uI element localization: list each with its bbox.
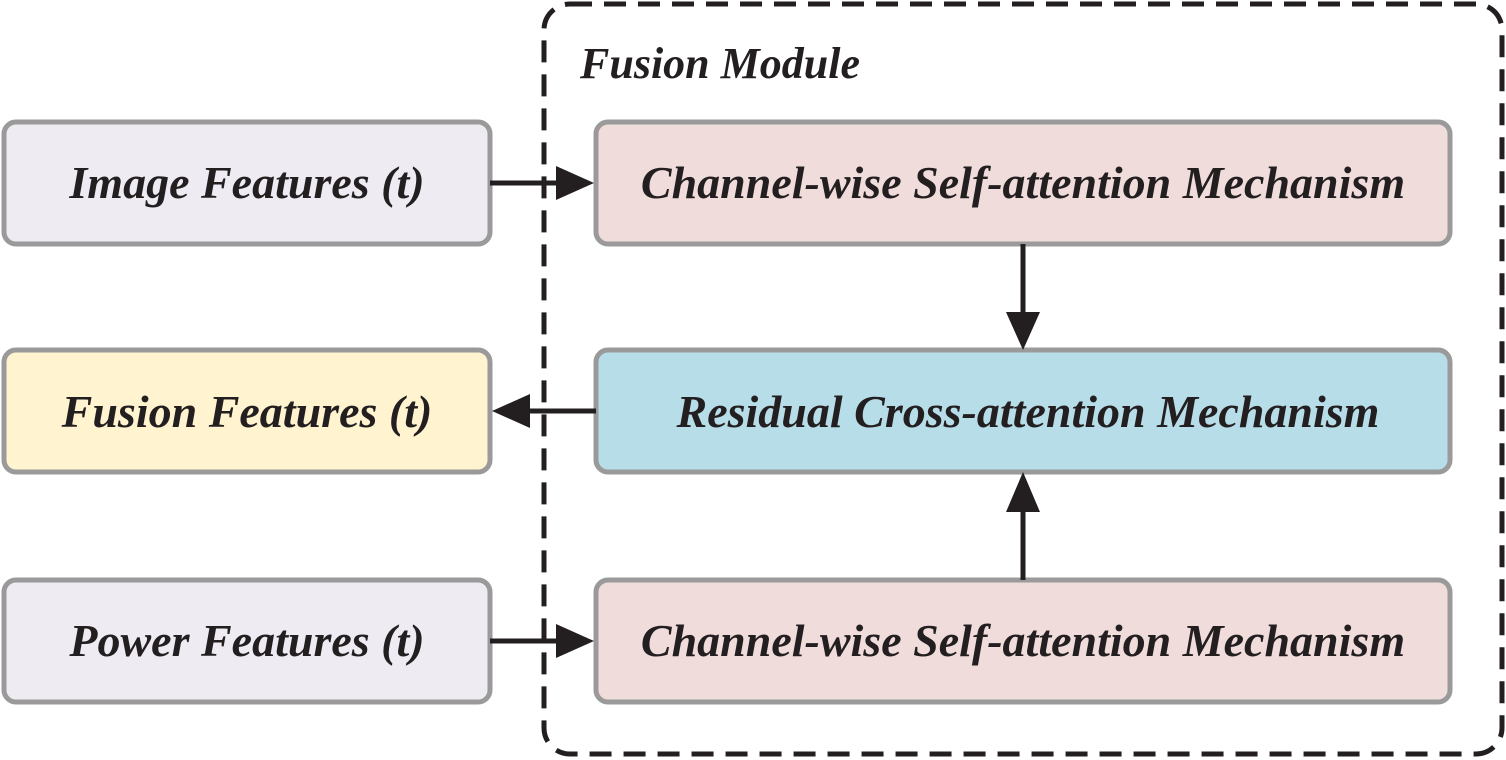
top-self-attention-label: Channel-wise Self-attention Mechanism: [641, 157, 1405, 208]
arrow-power-to-self-attention: [490, 624, 594, 658]
arrow-bottom-to-cross-attention: [1006, 472, 1040, 580]
top-self-attention-node: Channel-wise Self-attention Mechanism: [593, 119, 1453, 247]
fusion-features-node: Fusion Features (t): [1, 347, 493, 475]
arrow-cross-attention-to-fusion-features: [492, 394, 596, 428]
power-features-label: Power Features (t): [68, 615, 424, 666]
fusion-module-title: Fusion Module: [579, 39, 860, 88]
fusion-features-label: Fusion Features (t): [61, 386, 433, 437]
cross-attention-label: Residual Cross-attention Mechanism: [676, 386, 1380, 437]
image-features-node: Image Features (t): [1, 119, 493, 247]
fusion-module-container: [541, 1, 1505, 757]
power-features-node: Power Features (t): [1, 577, 493, 705]
image-features-label: Image Features (t): [68, 157, 424, 208]
bottom-self-attention-label: Channel-wise Self-attention Mechanism: [641, 615, 1405, 666]
bottom-self-attention-node: Channel-wise Self-attention Mechanism: [593, 577, 1453, 705]
arrow-top-to-cross-attention: [1006, 244, 1040, 350]
arrow-image-to-self-attention: [490, 166, 594, 200]
fusion-features-box: [1, 347, 493, 475]
cross-attention-node: Residual Cross-attention Mechanism: [593, 347, 1453, 475]
